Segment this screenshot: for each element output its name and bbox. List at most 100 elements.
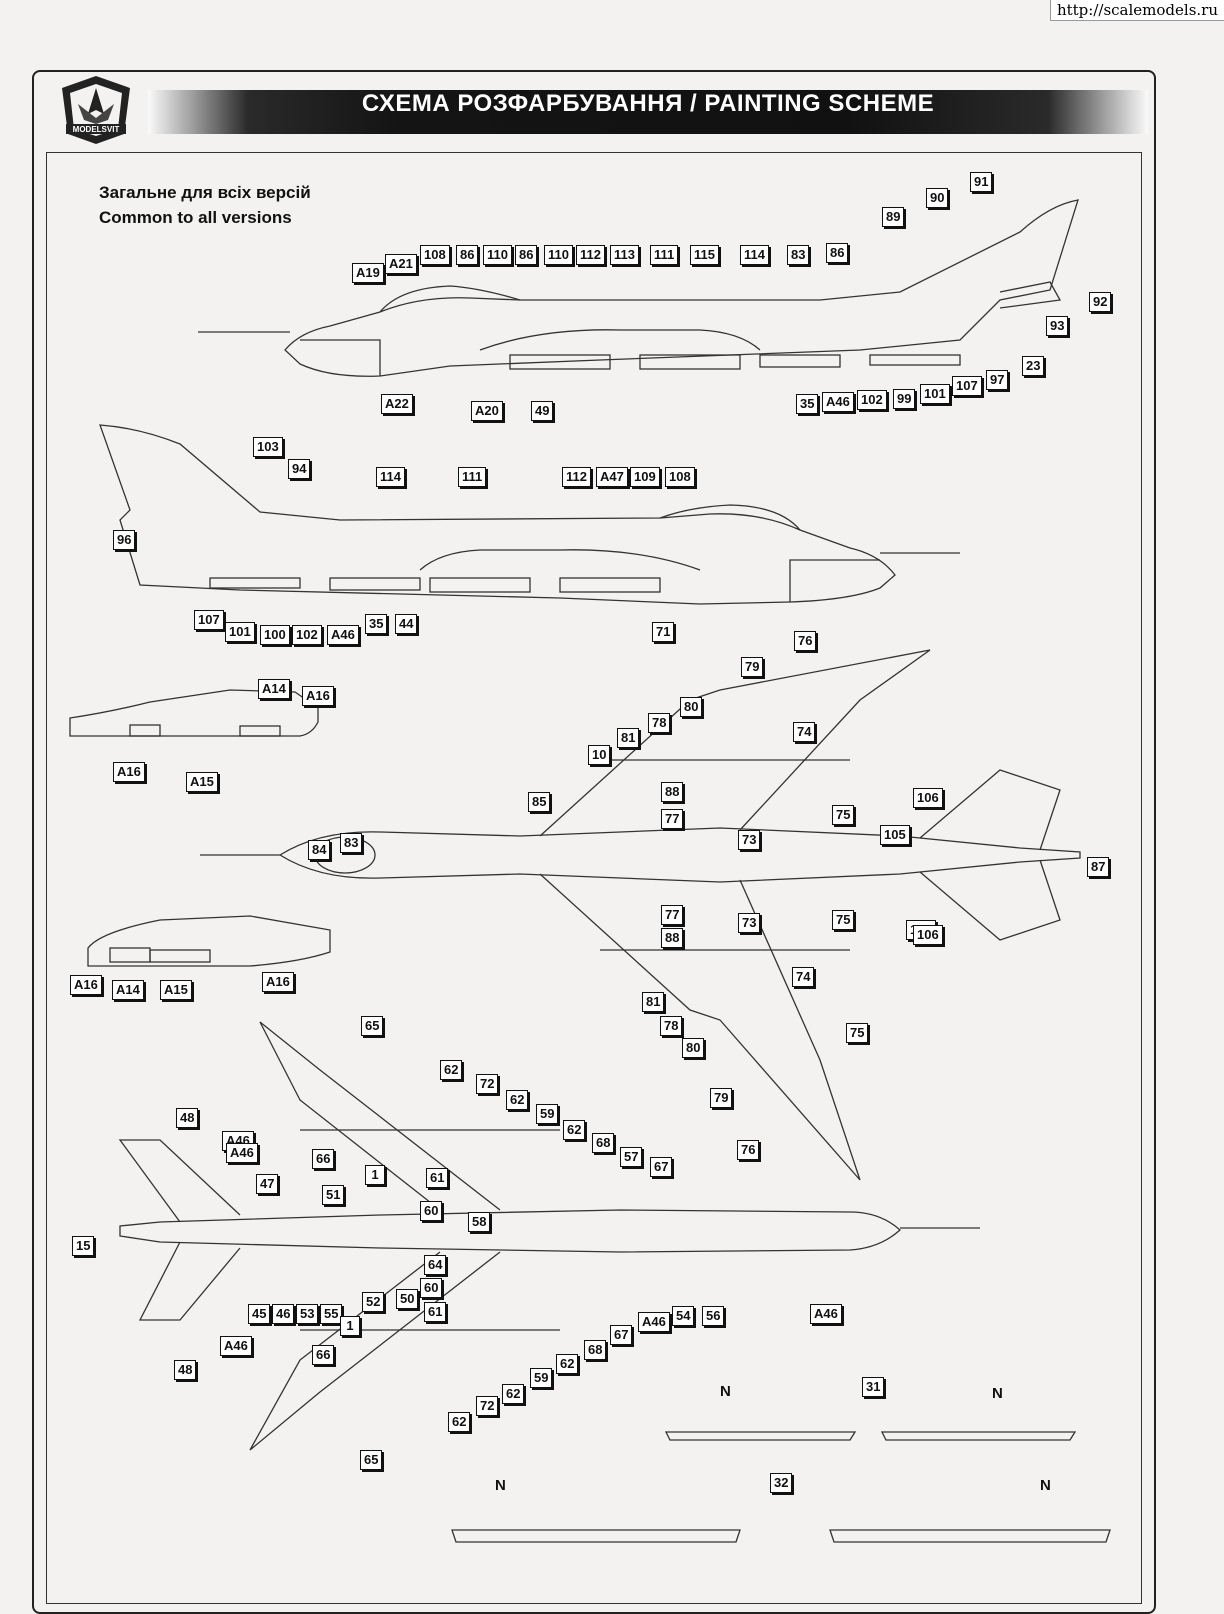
callout-label: 57 xyxy=(620,1147,643,1167)
callout-label: 112 xyxy=(562,467,591,487)
callout-label: 52 xyxy=(362,1292,385,1312)
part-detail-upper xyxy=(69,689,319,737)
callout-label: 79 xyxy=(710,1088,733,1108)
callout-label: 59 xyxy=(536,1104,559,1124)
callout-label: A46 xyxy=(226,1143,258,1163)
callout-label: 48 xyxy=(174,1360,197,1380)
callout-label: 64 xyxy=(424,1255,447,1275)
callout-label: 51 xyxy=(322,1185,345,1205)
bottom-view xyxy=(118,1021,980,1451)
logo-text: MODELSVIT xyxy=(73,125,120,134)
callout-label: 106 xyxy=(913,788,943,808)
callout-label: 67 xyxy=(610,1325,633,1345)
title-banner: СХЕМА РОЗФАРБУВАННЯ / PAINTING SCHEME xyxy=(148,90,1148,134)
callout-label: 102 xyxy=(857,390,887,410)
callout-label: 10 xyxy=(588,745,611,765)
pen-marker: N xyxy=(495,1477,506,1494)
callout-label: A46 xyxy=(810,1304,842,1324)
callout-label: 1 xyxy=(340,1316,360,1336)
callout-label: 107 xyxy=(194,610,224,630)
callout-label: 108 xyxy=(665,467,695,487)
callout-label: A47 xyxy=(596,467,628,487)
callout-label: 75 xyxy=(832,805,855,825)
callout-label: 58 xyxy=(468,1212,491,1232)
callout-label: 65 xyxy=(360,1450,383,1470)
callout-label: 79 xyxy=(741,657,764,677)
callout-label: 101 xyxy=(920,384,950,404)
callout-label: 66 xyxy=(312,1345,335,1365)
callout-label: 108 xyxy=(420,245,450,265)
source-url[interactable]: http://scalemodels.ru xyxy=(1049,0,1224,21)
callout-label: 86 xyxy=(826,243,849,263)
callout-label: 54 xyxy=(672,1306,695,1326)
callout-label: 62 xyxy=(448,1412,471,1432)
callout-label: 56 xyxy=(702,1306,725,1326)
callout-label: A14 xyxy=(112,980,144,1000)
callout-label: 74 xyxy=(792,967,815,987)
callout-label: A15 xyxy=(186,772,218,792)
callout-label: 115 xyxy=(690,245,719,265)
callout-label: 110 xyxy=(544,245,573,265)
callout-label: 75 xyxy=(832,910,855,930)
callout-label: A16 xyxy=(262,972,294,992)
callout-label: 88 xyxy=(661,782,684,802)
callout-label: 73 xyxy=(738,913,761,933)
callout-label: 77 xyxy=(661,905,684,925)
left-profile-view xyxy=(198,199,1079,377)
callout-label: 75 xyxy=(846,1023,869,1043)
callout-label: 81 xyxy=(642,992,665,1012)
callout-label: 62 xyxy=(563,1120,586,1140)
callout-label: 48 xyxy=(176,1108,199,1128)
page-title: СХЕМА РОЗФАРБУВАННЯ / PAINTING SCHEME xyxy=(361,90,935,117)
callout-label: 111 xyxy=(458,467,487,487)
callout-label: 86 xyxy=(515,245,538,265)
callout-label: 103 xyxy=(253,437,283,457)
callout-label: 76 xyxy=(737,1140,760,1160)
subtitle-english: Common to all versions xyxy=(99,208,292,227)
callout-label: 32 xyxy=(770,1473,793,1493)
callout-label: 59 xyxy=(530,1368,553,1388)
callout-label: A16 xyxy=(70,975,102,995)
callout-label: 72 xyxy=(476,1074,499,1094)
callout-label: A46 xyxy=(822,392,854,412)
callout-label: A22 xyxy=(381,394,413,414)
callout-label: 15 xyxy=(72,1236,95,1256)
callout-label: 44 xyxy=(395,614,418,634)
callout-label: 46 xyxy=(272,1304,295,1324)
callout-label: 92 xyxy=(1089,292,1112,312)
callout-label: 71 xyxy=(652,622,675,642)
callout-label: A20 xyxy=(471,401,503,421)
top-view xyxy=(200,649,1081,1181)
callout-label: 113 xyxy=(610,245,639,265)
callout-label: 89 xyxy=(882,207,905,227)
callout-label: 65 xyxy=(361,1016,384,1036)
callout-label: 96 xyxy=(113,530,136,550)
callout-label: 83 xyxy=(340,833,363,853)
callout-label: 88 xyxy=(661,928,684,948)
callout-label: A16 xyxy=(113,762,145,782)
callout-label: 106 xyxy=(913,925,943,945)
callout-label: 97 xyxy=(986,370,1009,390)
callout-label: 53 xyxy=(296,1304,319,1324)
callout-label: 90 xyxy=(926,188,949,208)
callout-label: 60 xyxy=(420,1201,443,1221)
callout-label: 81 xyxy=(617,728,640,748)
callout-label: 31 xyxy=(862,1377,885,1397)
callout-label: 62 xyxy=(506,1090,529,1110)
callout-label: 62 xyxy=(556,1354,579,1374)
callout-label: A21 xyxy=(385,254,417,274)
callout-label: 61 xyxy=(426,1168,449,1188)
callout-label: 100 xyxy=(260,625,290,645)
part-detail-lower xyxy=(87,915,331,967)
callout-label: 74 xyxy=(793,722,816,742)
callout-label: A46 xyxy=(327,625,359,645)
callout-label: 99 xyxy=(893,389,916,409)
callout-label: 80 xyxy=(682,1038,705,1058)
callout-label: 84 xyxy=(308,840,331,860)
callout-label: 105 xyxy=(880,825,910,845)
callout-label: A46 xyxy=(638,1312,670,1332)
pen-marker: N xyxy=(1040,1477,1051,1494)
callout-label: A16 xyxy=(302,686,334,706)
callout-label: 112 xyxy=(576,245,605,265)
